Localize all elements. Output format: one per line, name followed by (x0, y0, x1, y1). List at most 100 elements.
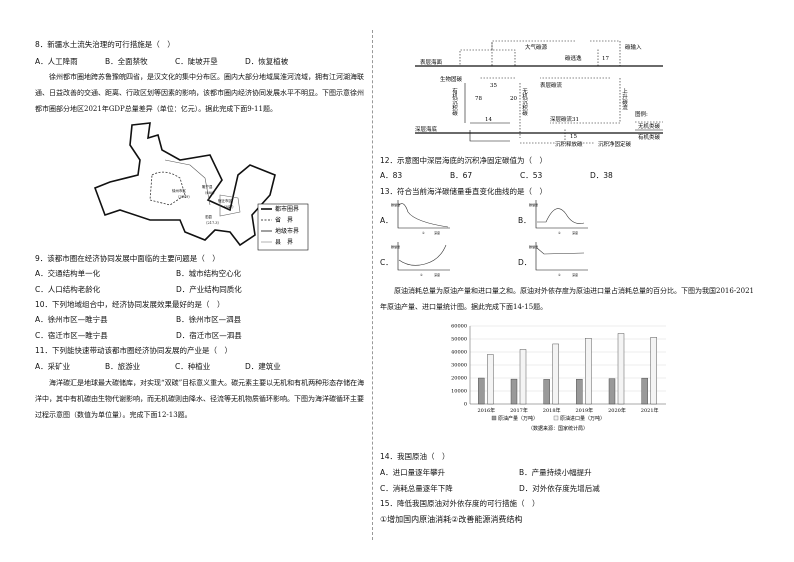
q13-option-b[interactable]: B． (518, 216, 531, 225)
svg-text:碳储量: 碳储量 (529, 244, 538, 249)
bar-production (543, 379, 550, 405)
bar-imports (519, 349, 527, 405)
map-label-suqian: 宿迁市区 (218, 198, 232, 203)
passage-crude-oil: 原油消耗总量为原油产量和进口量之和。原油对外依存度为原油进口量占消耗总量的百分比… (380, 287, 754, 311)
y-tick-label: 50000 (451, 337, 467, 343)
q14-option-a[interactable]: A．进口量逐年攀升 (380, 468, 446, 477)
svg-text:图例:: 图例: (635, 110, 648, 118)
bar-production (608, 378, 616, 405)
q13-option-c[interactable]: C． (380, 258, 393, 267)
svg-text:20: 20 (510, 96, 517, 102)
map-label-sixian: 泗县 (205, 214, 212, 219)
bar-production (641, 377, 648, 405)
q14-stem: 14．我国原油（ ） (380, 452, 450, 461)
svg-text:①: ① (558, 231, 561, 235)
q9-option-c[interactable]: C．人口结构老龄化 (35, 285, 101, 294)
q13-option-d[interactable]: D． (518, 258, 532, 267)
q14-option-b[interactable]: B．产量持续小幅提升 (519, 468, 592, 477)
chart-source: （数据来源：国家统计局） (528, 425, 588, 432)
q8-option-c[interactable]: C．陡坡开垦 (175, 57, 218, 66)
svg-text:①: ① (558, 273, 561, 277)
q15-statements: ①增加国内原油消耗②改善能源消费结构 (380, 515, 523, 524)
q9-option-d[interactable]: D．产业结构同质化 (176, 285, 242, 294)
svg-text:碳储量: 碳储量 (391, 244, 400, 249)
bar-imports (487, 354, 494, 405)
q12-option-c[interactable]: C．53 (520, 171, 543, 180)
q10-option-c[interactable]: C．宿迁市区—睢宁县 (35, 331, 108, 340)
map-legend: 都市圈界 省 界 地级市界 县 界 (257, 203, 309, 251)
svg-text:大气碳源: 大气碳源 (525, 43, 548, 51)
svg-text:深层碳流31: 深层碳流31 (550, 115, 579, 123)
q11-option-b[interactable]: B．旅游业 (105, 362, 141, 371)
q12-stem: 12．示意图中深层海底的沉积净固定碳值为（ ） (380, 156, 548, 165)
svg-text:无机类碳: 无机类碳 (638, 122, 661, 130)
bar-production (478, 377, 485, 405)
q11-option-d[interactable]: D．建筑业 (245, 362, 281, 371)
q13-option-a[interactable]: A． (380, 216, 393, 225)
svg-text:深度: 深度 (572, 272, 578, 277)
svg-text:表层碳流: 表层碳流 (540, 81, 563, 89)
svg-text:表层海面: 表层海面 (420, 58, 443, 66)
q9-option-a[interactable]: A．交通结构单一化 (35, 269, 101, 278)
q11-option-a[interactable]: A．采矿业 (35, 362, 71, 371)
svg-text:县 界: 县 界 (275, 239, 293, 246)
q8-stem: 8．新疆水土流失治理的可行措施是（ ） (35, 40, 175, 49)
y-tick-label: 30000 (451, 363, 467, 369)
x-tick-label: 2017年 (510, 407, 528, 414)
svg-text:（847）: （847） (222, 204, 236, 209)
q9-option-b[interactable]: B．城市结构空心化 (176, 269, 242, 278)
passage-xuzhou: 徐州都市圈地跨苏鲁豫皖四省，是汉文化的集中分布区。圈内大部分地域属淮河流域，拥有… (35, 73, 364, 113)
bar-production (510, 378, 518, 405)
map-label-xuzhou: 徐州市区 (172, 188, 186, 193)
svg-text:深度: 深度 (572, 230, 578, 235)
q12-option-d[interactable]: D．38 (590, 171, 613, 180)
q10-stem: 10．下列地域组合中，经济协同发展效果最好的是（ ） (35, 300, 225, 309)
svg-text:深度: 深度 (434, 230, 440, 235)
svg-text:①: ① (422, 231, 425, 235)
y-tick-label: 40000 (451, 350, 467, 356)
legend-imports: 原油进口量（万吨） (560, 415, 605, 422)
q10-option-b[interactable]: B．徐州市区—泗县 (176, 315, 242, 324)
svg-text:碳储量: 碳储量 (529, 202, 538, 207)
y-tick-label: 20000 (451, 376, 467, 382)
svg-text:17: 17 (602, 56, 609, 62)
bar-imports (650, 337, 657, 405)
q10-option-a[interactable]: A．徐州市区—睢宁县 (35, 315, 108, 324)
q12-option-b[interactable]: B．67 (450, 171, 473, 180)
q8-option-d[interactable]: D．恢复植被 (245, 57, 289, 66)
svg-text:地级市界: 地级市界 (275, 227, 299, 235)
y-tick-label: 60000 (451, 324, 467, 330)
carbon-cycle-diagram: 大气碳源 碳逃逸 17 碳输入 表层海面 生物固碳 35 表层碳流 78 20 … (415, 40, 663, 148)
xuzhou-metro-map: 徐州市区 （3249） 睢宁县 （680） 宿迁市区 （847） 泗县 （217… (93, 122, 309, 251)
svg-text:上升碳流: 上升碳流 (621, 87, 628, 112)
q12-option-a[interactable]: A．83 (380, 171, 403, 180)
q15-stem: 15．降低我国原油对外依存度的可行措施（ ） (380, 499, 540, 508)
svg-text:35: 35 (490, 83, 497, 89)
svg-text:（217.3）: （217.3） (204, 220, 221, 225)
map-label-suining: 睢宁县 (202, 184, 213, 189)
bar-imports (617, 333, 625, 405)
q9-stem: 9．该都市圈在经济协同发展中面临的主要问题是（ ） (35, 254, 220, 263)
svg-text:碳储量: 碳储量 (391, 202, 400, 207)
q14-option-d[interactable]: D．对外依存度先增后减 (519, 484, 600, 493)
x-tick-label: 2020年 (608, 407, 626, 414)
x-tick-label: 2016年 (477, 407, 495, 414)
svg-text:（680）: （680） (203, 190, 217, 195)
bar-imports (552, 343, 559, 405)
q8-option-a[interactable]: A．人工降雨 (35, 57, 78, 66)
q13-stem: 13．符合当前海洋碳储量垂直变化曲线的是（ ） (380, 187, 548, 196)
svg-text:生物固碳: 生物固碳 (440, 75, 463, 83)
q10-option-d[interactable]: D．宿迁市区—泗县 (176, 331, 242, 340)
svg-text:有机沉积碳: 有机沉积碳 (451, 87, 458, 117)
column-divider (372, 30, 373, 540)
svg-text:无机沉积碳: 无机沉积碳 (521, 88, 528, 117)
y-tick-label: 10000 (451, 389, 467, 395)
svg-text:78: 78 (475, 96, 482, 102)
svg-text:（3249）: （3249） (176, 194, 192, 199)
q8-option-b[interactable]: B．全面禁牧 (105, 57, 148, 66)
q11-option-c[interactable]: C．种植业 (175, 362, 211, 371)
q14-option-c[interactable]: C．消耗总量逐年下降 (380, 484, 453, 493)
bar-imports (585, 338, 592, 405)
